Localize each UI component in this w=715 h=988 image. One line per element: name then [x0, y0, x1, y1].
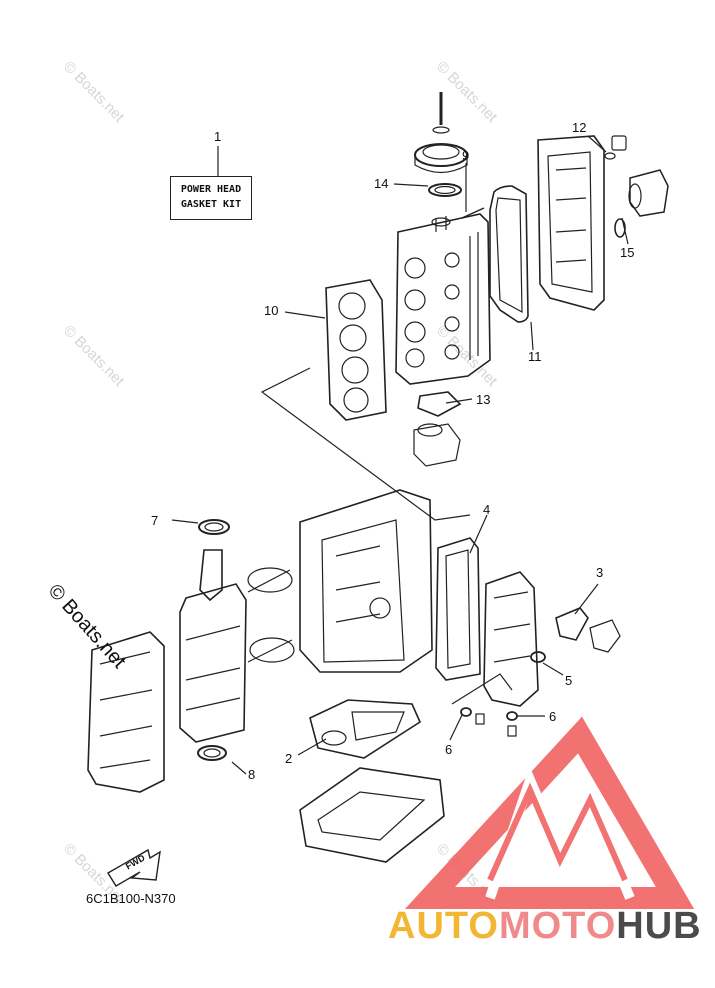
- timing-pulley-icon: [414, 92, 468, 174]
- callout-2: 2: [285, 751, 293, 766]
- brand-part-2: MOTO: [498, 905, 617, 947]
- callout-11: 11: [528, 349, 542, 364]
- cylinder-head-icon: [395, 213, 491, 385]
- diagram-part-code: 6C1B100-N370: [86, 891, 176, 906]
- exhaust-gasket-icon: [435, 537, 481, 681]
- brand-part-3: HUB: [616, 905, 702, 947]
- brand-wordmark: AUTOMOTOHUB: [388, 906, 702, 946]
- cylinder-block-icon: [299, 489, 433, 673]
- callout-6b: 6: [549, 709, 557, 724]
- callout-8: 8: [248, 767, 256, 782]
- crankcase-icon: [87, 631, 165, 793]
- kit-line-1: POWER HEAD: [180, 184, 242, 195]
- callout-6a: 6: [445, 742, 453, 757]
- callout-10: 10: [264, 303, 279, 318]
- callout-5: 5: [565, 673, 573, 688]
- callout-12: 12: [572, 120, 587, 135]
- head-cover-gasket-icon: [489, 185, 529, 323]
- head-gasket-icon: [325, 279, 387, 421]
- exhaust-guide-icon: [299, 767, 445, 863]
- crankshaft-icon: [179, 549, 295, 743]
- callout-1: 1: [214, 129, 222, 144]
- callout-4: 4: [483, 502, 491, 517]
- callout-7: 7: [151, 513, 159, 528]
- fwd-arrow-icon: [107, 848, 161, 887]
- callout-3: 3: [596, 565, 604, 580]
- cylinder-head-cover-icon: [537, 135, 605, 311]
- callout-13: 13: [476, 392, 491, 407]
- bottom-gasket-icon: [309, 699, 422, 759]
- gasket-kit-label: POWER HEAD GASKET KIT: [170, 176, 252, 220]
- brand-part-1: AUTO: [388, 905, 499, 947]
- kit-line-2: GASKET KIT: [180, 199, 242, 210]
- brand-logo-icon: [404, 716, 695, 909]
- callout-9: 9: [462, 148, 470, 163]
- callout-15: 15: [620, 245, 635, 260]
- callout-14: 14: [374, 176, 389, 191]
